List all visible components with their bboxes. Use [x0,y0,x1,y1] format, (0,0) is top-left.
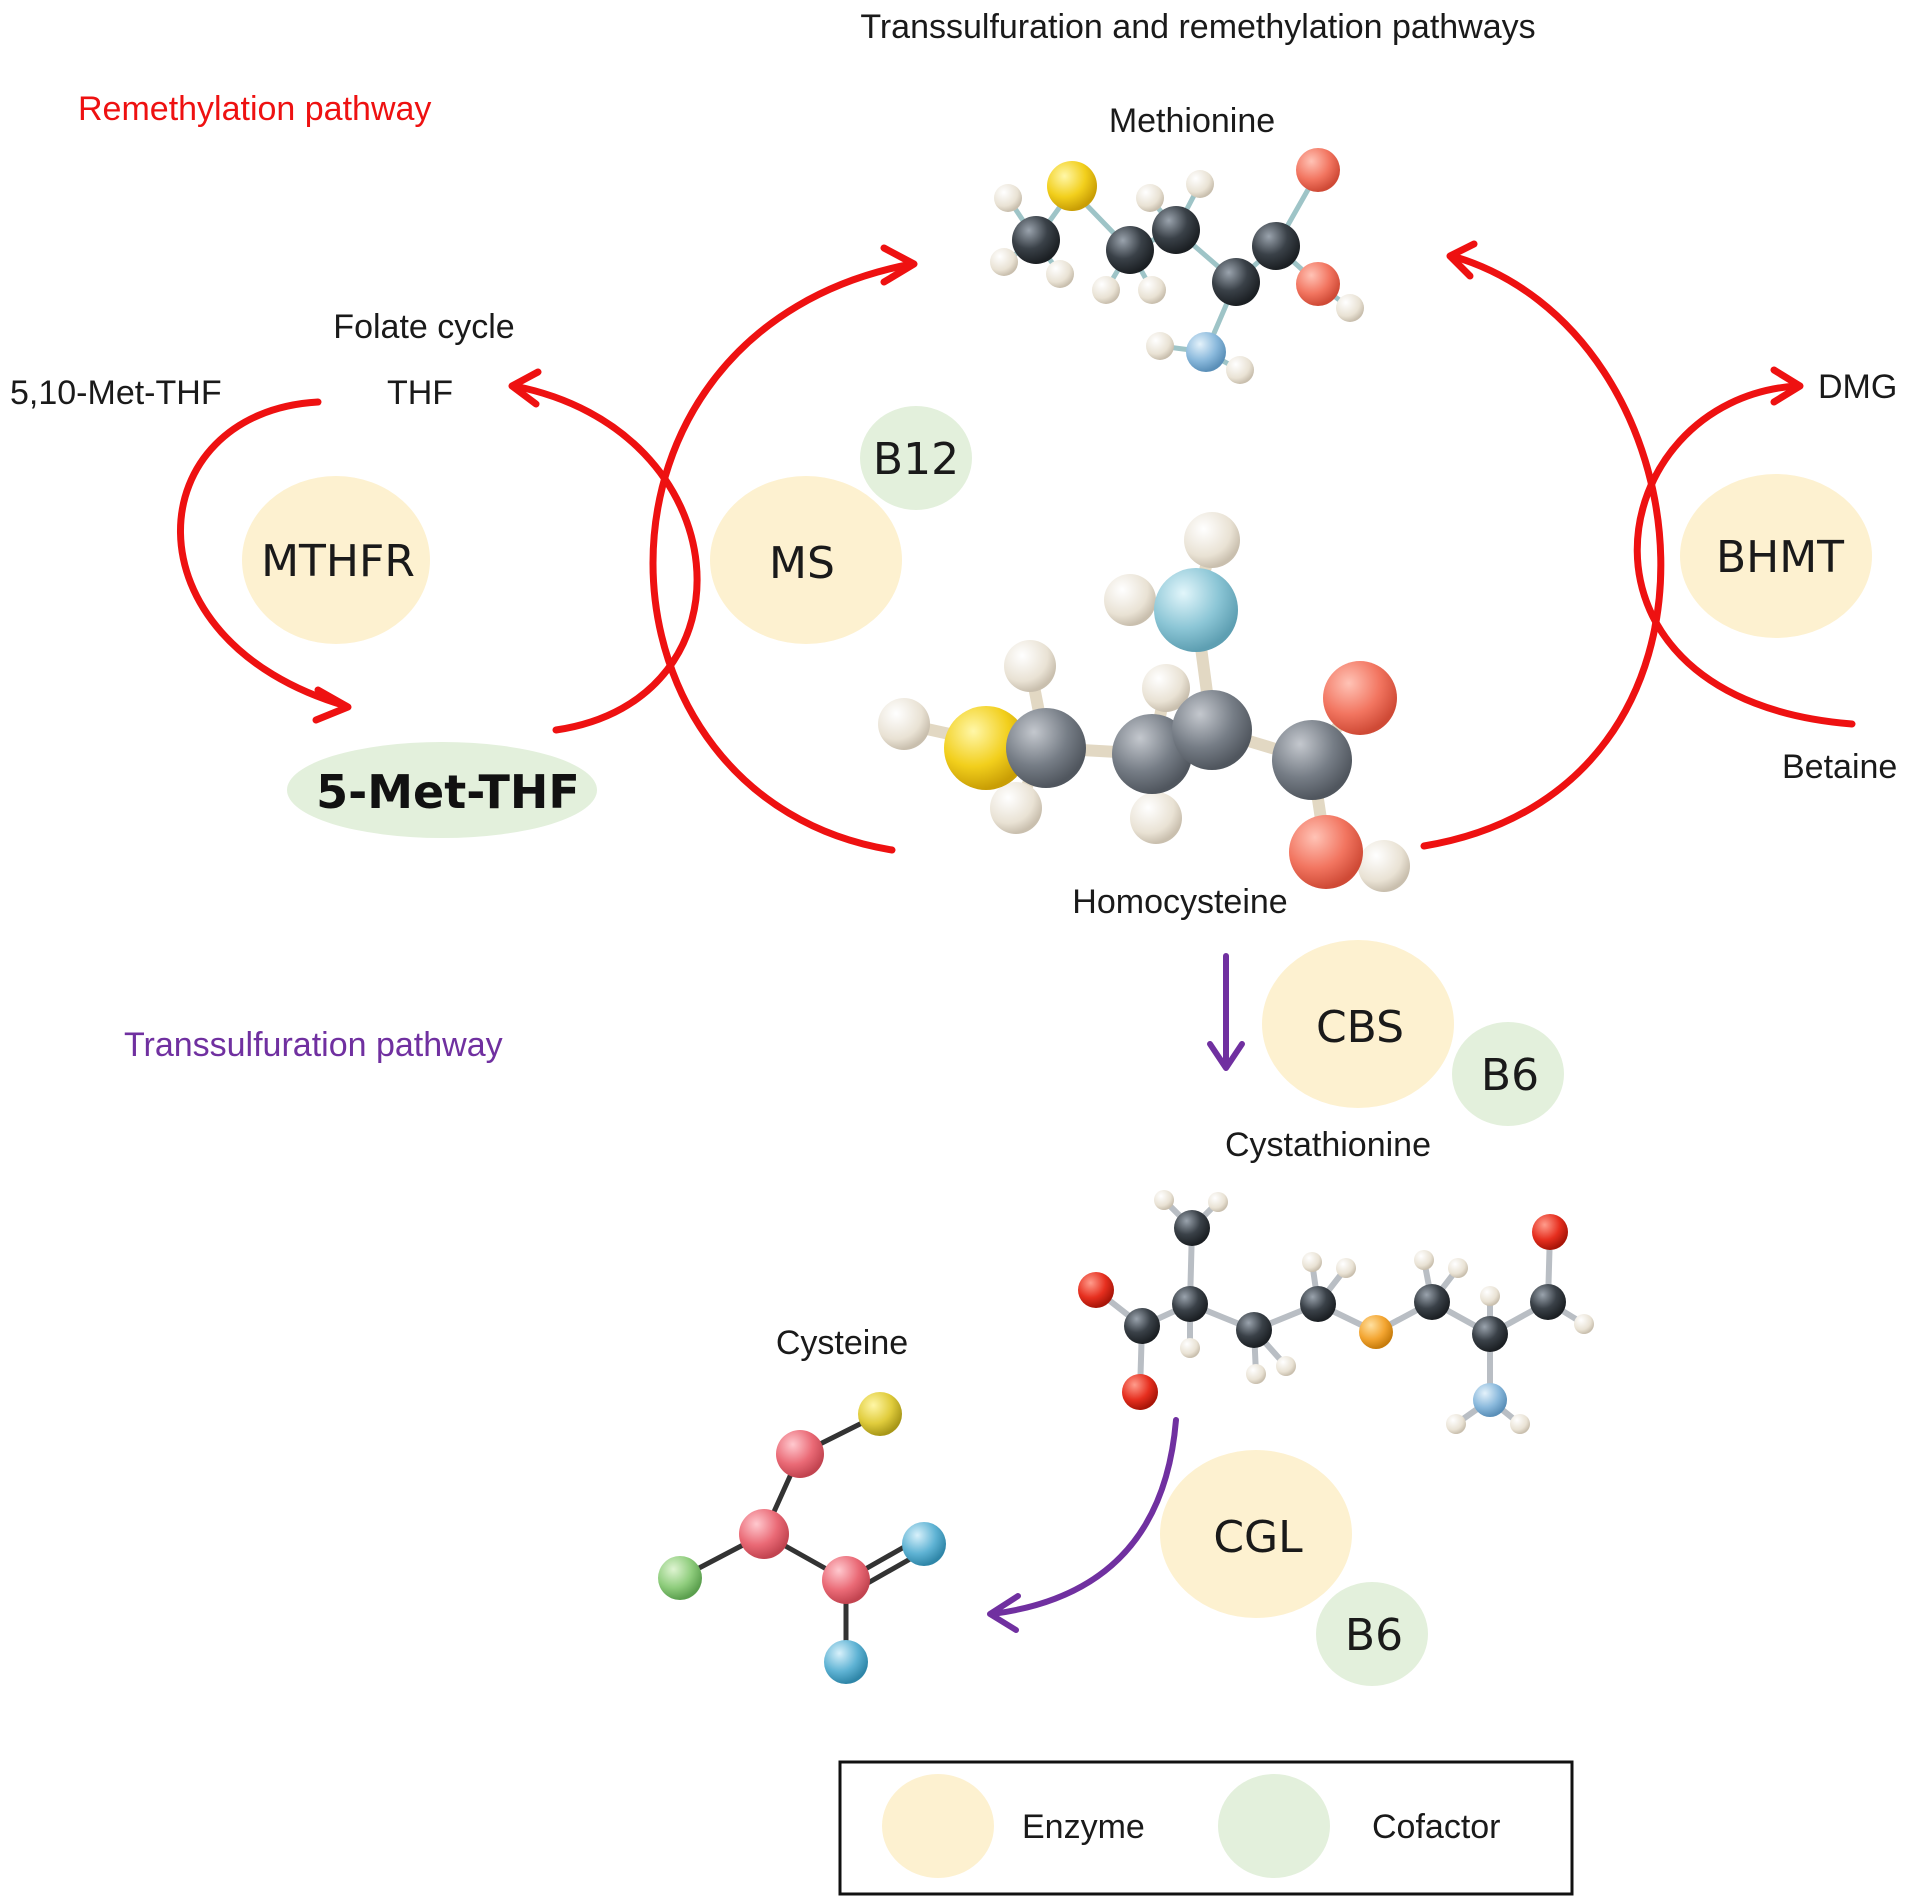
b6-cbs-label: B6 [1481,1050,1539,1101]
b6-cgl-label: B6 [1345,1610,1403,1661]
cbs-enzyme: CBS [1262,940,1454,1108]
b6-cofactor-cbs: B6 [1452,1022,1564,1126]
bhmt-enzyme: BHMT [1680,474,1872,638]
cbs-label: CBS [1316,1002,1404,1053]
mthfr-arrow [177,398,350,710]
bhmt-main-arrow [1420,252,1665,850]
homocysteine-molecule [878,512,1410,892]
dmg-label: DMG [1818,368,1897,406]
homocysteine-label: Homocysteine [1072,883,1287,921]
methionine-label: Methionine [1109,102,1275,140]
b6-cgl-bubble [1316,1582,1428,1686]
cgl-arrow [989,1417,1179,1617]
legend-cofactor-swatch [1218,1774,1330,1878]
cystathionine-molecule [1078,1190,1594,1434]
ms-enzyme: MS [710,476,902,644]
mthfr-label: MTHFR [261,536,415,587]
cysteine-label: Cysteine [776,1324,908,1362]
b6-cofactor-cgl: B6 [1316,1582,1428,1686]
bhmt-label: BHMT [1716,532,1844,583]
legend: Enzyme Cofactor [838,1760,1574,1896]
b12-label: B12 [873,434,959,485]
cystathionine-label: Cystathionine [1225,1126,1431,1164]
ms-bubble [710,476,902,644]
bhmt-bubble [1680,474,1872,638]
remethylation-pathway-label: Remethylation pathway [78,90,431,128]
5-met-thf-bubble [287,742,597,838]
betaine-label: Betaine [1782,748,1897,786]
transsulfuration-pathway-label: Transsulfuration pathway [124,1026,503,1064]
mthfr-enzyme: MTHFR [242,476,430,644]
ms-label: MS [769,538,835,589]
cgl-arrowhead [987,1593,1021,1633]
mthfr-arrowhead [312,686,352,724]
cbs-bubble [1262,940,1454,1108]
remethylation-arrows [177,240,1856,854]
diagram-title: Transsulfuration and remethylation pathw… [860,8,1535,46]
legend-cofactor-label: Cofactor [1372,1808,1501,1846]
cgl-bubble [1160,1450,1352,1618]
5-met-thf-to-thf-arrow [510,382,701,734]
dmg-arrowhead [1770,366,1804,406]
cbs-arrowhead [1207,1041,1245,1071]
cysteine-molecule [658,1392,946,1684]
thf-arrowhead [508,368,542,408]
thf-label: THF [387,374,453,412]
legend-enzyme-label: Enzyme [1022,1808,1145,1846]
cgl-enzyme: CGL [1160,1450,1352,1618]
bhmt-main-arrowhead [1446,240,1478,280]
b12-bubble [860,406,972,510]
5-met-thf-node: 5-Met-THF [287,742,597,838]
b6-cbs-bubble [1452,1022,1564,1126]
folate-cycle-label: Folate cycle [333,308,514,346]
5-10-met-thf-label: 5,10-Met-THF [10,374,222,412]
legend-enzyme-swatch [882,1774,994,1878]
mthfr-bubble [242,476,430,644]
ms-arrowhead [880,244,918,286]
cgl-label: CGL [1213,1512,1303,1563]
transsulfuration-arrows [987,953,1245,1633]
5-met-thf-label: 5-Met-THF [316,765,580,819]
ms-arrow [649,260,916,854]
b12-cofactor: B12 [860,406,972,510]
methionine-molecule [990,148,1364,384]
betaine-to-dmg-arrow [1633,382,1856,728]
